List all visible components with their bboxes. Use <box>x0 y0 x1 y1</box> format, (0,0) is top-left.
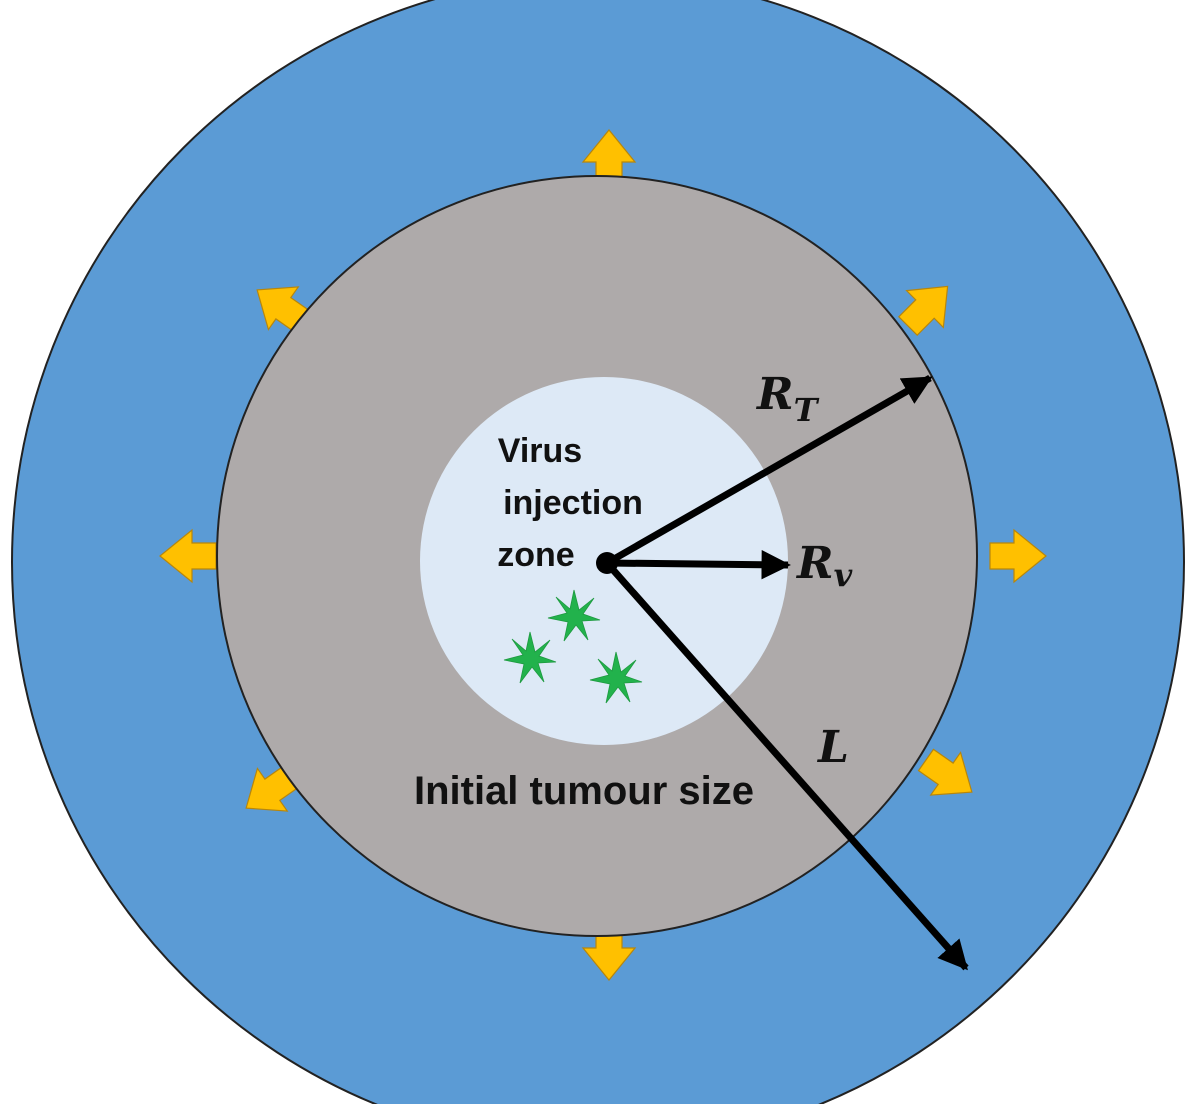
r-v-label-main: R <box>795 538 834 589</box>
virus-zone-label-line2: injection <box>503 484 643 522</box>
virus-zone-label-line3: zone <box>497 536 574 574</box>
l-label: L <box>816 722 849 773</box>
r-t-label-sub: T <box>794 391 820 429</box>
r-t-label-main: R <box>755 369 794 420</box>
center-point <box>596 552 618 574</box>
r-v-label-sub: v <box>834 556 853 594</box>
r-v-arrow <box>606 550 791 580</box>
r-t-label: RT <box>755 369 820 429</box>
radius-arrows <box>604 374 969 971</box>
initial-tumour-label: Initial tumour size <box>414 769 754 813</box>
l-arrow <box>604 560 969 971</box>
virus-zone-label-line1: Virus <box>498 432 582 470</box>
r-t-arrow <box>605 374 933 567</box>
r-v-label: Rv <box>795 538 853 594</box>
